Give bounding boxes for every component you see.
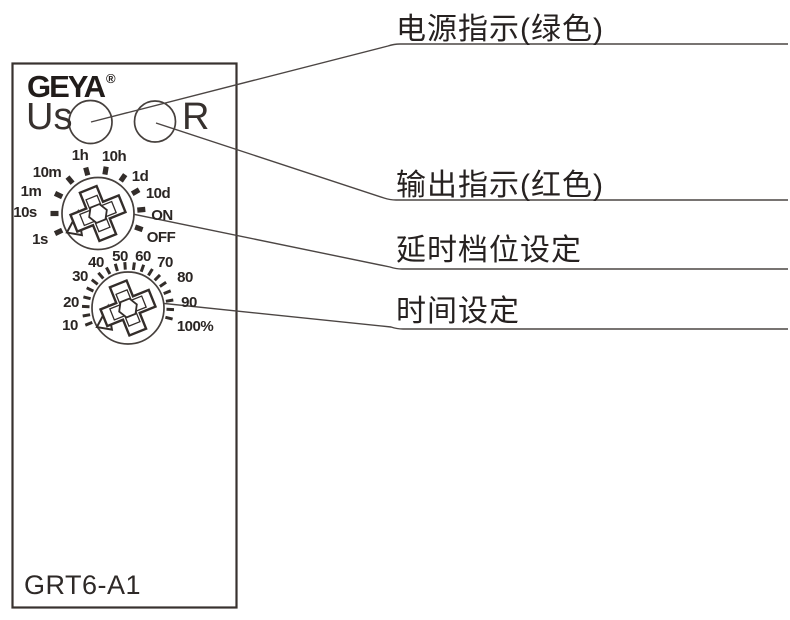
- dial-tick: [113, 263, 119, 272]
- callout-line-power: [90, 43, 788, 123]
- model-name: GRT6-A1: [24, 570, 142, 600]
- time-scale-label: 60: [135, 248, 151, 265]
- dial-tick: [84, 321, 93, 327]
- time-scale-label: 80: [177, 269, 193, 286]
- time-scale-label: 100%: [177, 318, 214, 335]
- dial-tick: [86, 286, 95, 293]
- callout-delay-range-setting: 延时档位设定: [396, 234, 582, 267]
- dial-tick: [130, 187, 141, 197]
- dial-tick: [83, 295, 91, 301]
- callout-output-indicator: 输出指示(红色): [396, 169, 604, 202]
- registered-trademark-icon: ®: [106, 71, 116, 86]
- dial-tick: [90, 278, 99, 286]
- dial-tick: [82, 313, 91, 318]
- callout-line-output: [155, 122, 788, 201]
- dial-tick: [53, 227, 64, 236]
- time-dial-ticks: [81, 262, 175, 327]
- time-scale-label: 70: [157, 254, 173, 271]
- dial-tick: [118, 173, 128, 183]
- dial-tick: [159, 281, 167, 288]
- range-scale-label: 1h: [72, 147, 89, 164]
- dial-tick: [163, 289, 172, 295]
- time-scale-label: 30: [72, 268, 88, 285]
- callout-line-range: [117, 210, 788, 270]
- power-led-label: Us: [26, 96, 73, 138]
- dial-tick: [137, 206, 146, 213]
- dial-tick: [165, 298, 174, 303]
- time-scale-label: 20: [63, 294, 79, 311]
- range-scale-label: 10h: [102, 148, 127, 165]
- range-scale-label: 10s: [13, 204, 37, 221]
- device-panel-outline: [11, 62, 238, 609]
- time-scale-label: 50: [112, 248, 128, 265]
- dial-tick: [123, 262, 127, 270]
- dial-tick: [105, 266, 112, 275]
- range-scale-label: 1s: [32, 231, 48, 248]
- output-led-label: R: [182, 96, 210, 138]
- dial-tick: [97, 271, 105, 280]
- dial-tick: [139, 264, 146, 273]
- range-scale-label: 10m: [33, 164, 62, 181]
- time-scale-label: 90: [181, 294, 197, 311]
- range-scale-label: 10d: [146, 185, 171, 202]
- callout-time-setting: 时间设定: [396, 295, 520, 328]
- dial-tick: [102, 166, 109, 176]
- brand-logo-text: GEYA: [27, 69, 106, 104]
- brand-logo: GEYA®: [27, 69, 116, 105]
- range-scale-label: 1m: [21, 183, 42, 200]
- dial-tick: [134, 224, 144, 233]
- output-led-indicator: [133, 100, 177, 143]
- power-led-indicator: [68, 99, 113, 145]
- dial-tick: [53, 191, 64, 200]
- callout-power-indicator: 电源指示(绿色): [396, 13, 604, 46]
- range-scale-label: 1d: [132, 168, 149, 185]
- dial-tick: [65, 175, 75, 185]
- time-scale-label: 40: [88, 254, 104, 271]
- callout-line-time: [149, 301, 788, 330]
- dial-tick: [147, 268, 154, 277]
- range-dial-ticks: [50, 166, 146, 236]
- dial-tick: [83, 166, 91, 176]
- dial-tick: [153, 273, 162, 282]
- dial-tick: [131, 262, 136, 271]
- range-scale-label: ON: [151, 207, 173, 224]
- dial-tick: [165, 315, 173, 321]
- time-scale-label: 10: [62, 317, 78, 334]
- range-scale-label: OFF: [147, 229, 176, 246]
